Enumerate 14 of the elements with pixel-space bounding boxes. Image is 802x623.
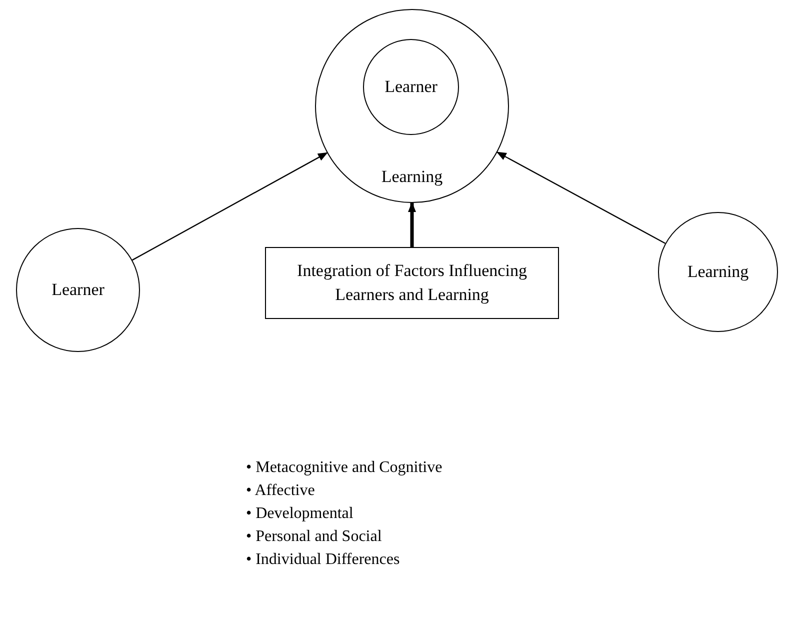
node-label: Learner	[50, 279, 106, 301]
node-label: Learning	[380, 166, 444, 188]
list-item: • Individual Differences	[246, 550, 401, 570]
text-box	[265, 247, 559, 319]
arrow	[408, 202, 416, 247]
list-item: • Personal and Social	[246, 527, 383, 547]
list-item: • Affective	[246, 481, 316, 501]
arrow	[132, 152, 328, 261]
arrow	[496, 152, 666, 244]
node-label: Learning	[686, 261, 750, 283]
node-label: Integration of Factors Influencing Learners and Learning	[296, 260, 528, 306]
list-item: • Metacognitive and Cognitive	[246, 458, 442, 478]
node-label: Learner	[384, 76, 438, 98]
list-item: • Developmental	[246, 504, 354, 524]
